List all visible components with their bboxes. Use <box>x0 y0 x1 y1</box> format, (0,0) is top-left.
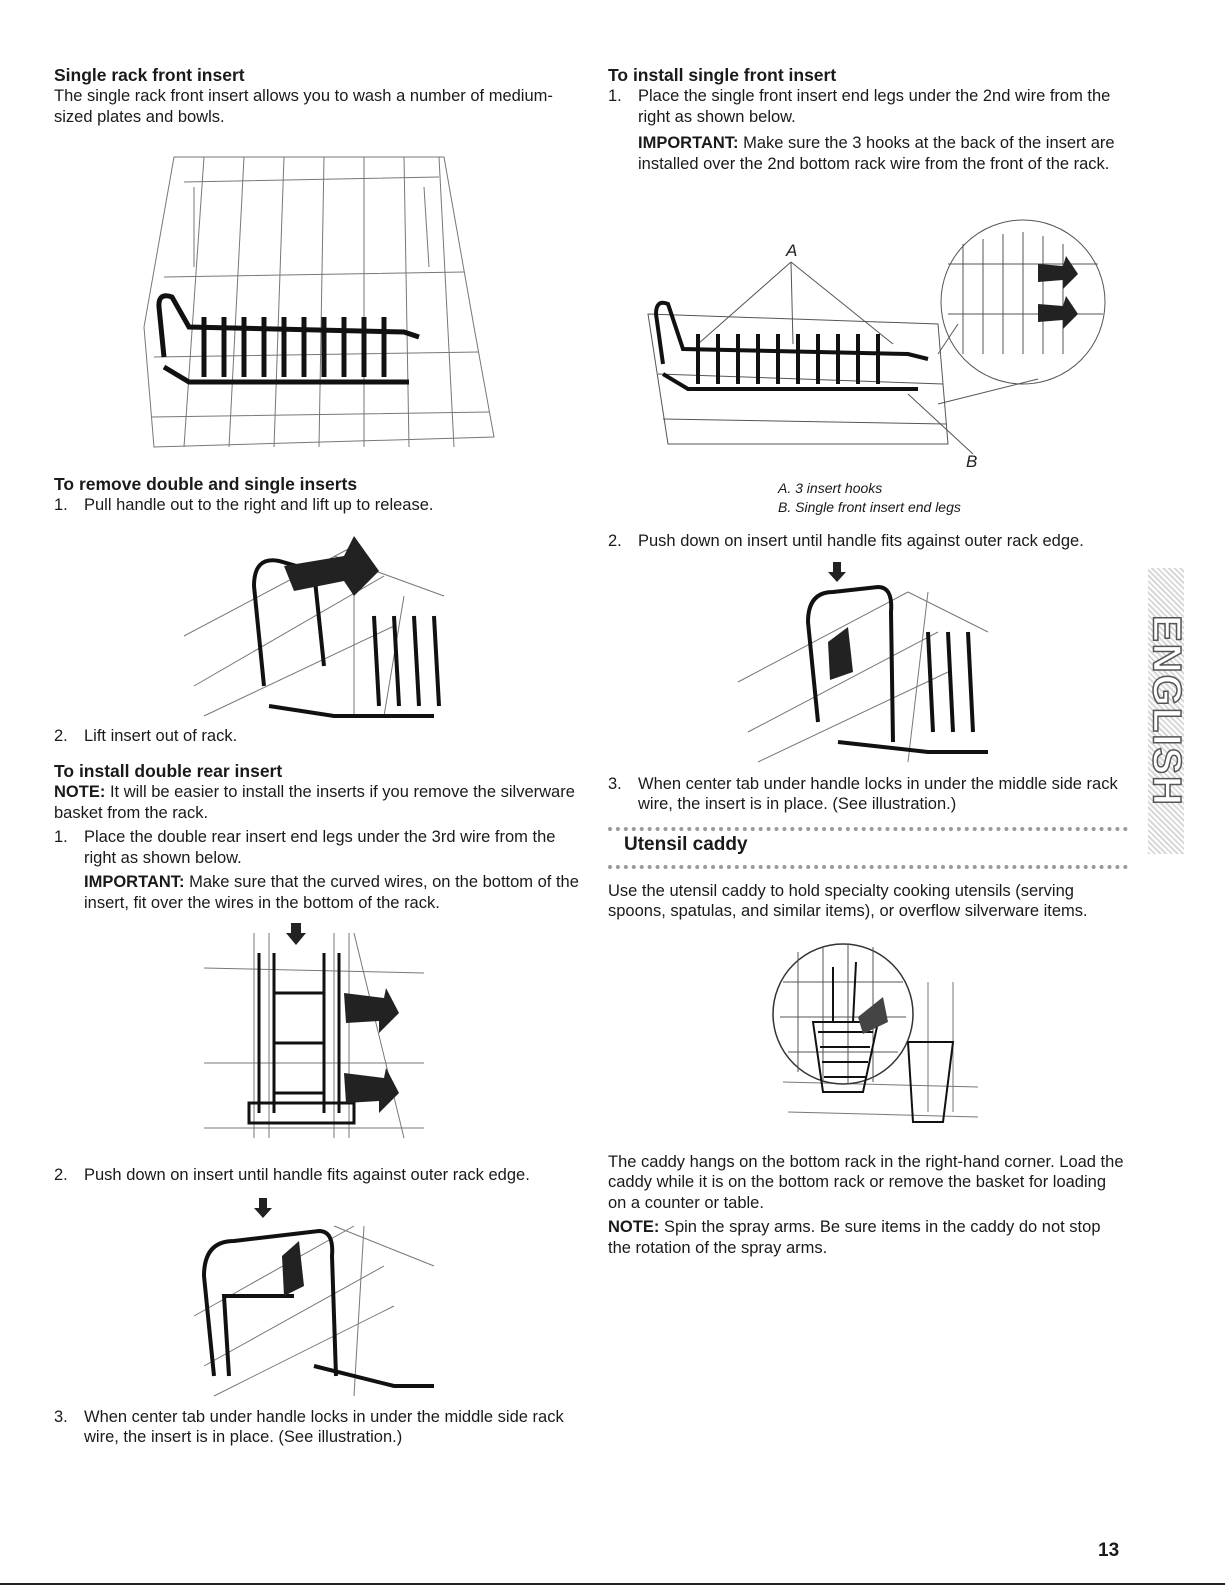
section-title-utensil-caddy: Utensil caddy <box>624 833 748 855</box>
step-text: When center tab under handle locks in un… <box>84 1407 564 1447</box>
utensil-caddy-placement: The caddy hangs on the bottom rack in th… <box>608 1152 1124 1212</box>
step-number: 2. <box>54 1166 68 1184</box>
install-single-step-1: 1. Place the single front insert end leg… <box>608 86 1128 127</box>
step-number: 1. <box>54 828 68 846</box>
section-title-single-rack: Single rack front insert <box>54 65 245 85</box>
section-title-install-double: To install double rear insert <box>54 761 283 781</box>
important-label: IMPORTANT: <box>638 134 739 152</box>
step-text: Push down on insert until handle fits ag… <box>84 1166 530 1184</box>
install-double-step-2: 2. Push down on insert until handle fits… <box>54 1165 584 1186</box>
left-column: Single rack front insert The single rack… <box>54 64 584 1448</box>
utensil-caddy-description: Use the utensil caddy to hold specialty … <box>608 881 1088 921</box>
remove-step-1: 1. Pull handle out to the right and lift… <box>54 495 584 516</box>
note-label: NOTE: <box>608 1218 660 1236</box>
step-number: 2. <box>54 726 68 745</box>
utensil-caddy-note: NOTE: Spin the spray arms. Be sure items… <box>608 1217 1128 1258</box>
step-text: When center tab under handle locks in un… <box>638 774 1118 814</box>
language-tab-label: ENGLISH <box>1144 614 1190 807</box>
section-title-remove: To remove double and single inserts <box>54 474 358 494</box>
utensil-caddy-illustration <box>772 942 979 1123</box>
push-down-single-illustration <box>737 561 989 762</box>
step-text: Pull handle out to the right and lift up… <box>84 496 434 514</box>
step-number: 1. <box>608 87 622 105</box>
caption-a: A. 3 insert hooks <box>778 480 883 496</box>
push-down-double-illustration <box>193 1197 435 1396</box>
note-text: Spin the spray arms. Be sure items in th… <box>608 1218 1101 1257</box>
install-double-step-3: 3. When center tab under handle locks in… <box>54 1407 584 1448</box>
remove-insert-illustration <box>183 535 445 718</box>
right-column: To install single front insert 1. Place … <box>608 64 1128 1258</box>
step-number: 2. <box>608 532 622 550</box>
step-number: 3. <box>54 1407 68 1426</box>
language-tab: ENGLISH <box>1144 568 1189 854</box>
install-single-important: IMPORTANT: Make sure the 3 hooks at the … <box>638 133 1128 174</box>
caption-b: B. Single front insert end legs <box>778 499 961 515</box>
single-rack-description: The single rack front insert allows you … <box>54 87 553 126</box>
important-text: Make sure that the curved wires, on the … <box>84 873 579 912</box>
install-double-important: IMPORTANT: Make sure that the curved wir… <box>84 872 584 913</box>
note-text: It will be easier to install the inserts… <box>54 783 575 822</box>
note-label: NOTE: <box>54 783 106 801</box>
install-single-step-2: 2. Push down on insert until handle fits… <box>608 531 1128 552</box>
double-rear-insert-illustration <box>203 923 425 1139</box>
step-text: Lift insert out of rack. <box>84 726 238 745</box>
step-number: 3. <box>608 774 622 793</box>
utensil-caddy-banner: Utensil caddy <box>608 826 1128 869</box>
install-double-step-1: 1. Place the double rear insert end legs… <box>54 827 584 868</box>
step-number: 1. <box>54 496 68 514</box>
bottom-rule <box>0 1583 1225 1585</box>
important-text: Make sure the 3 hooks at the back of the… <box>638 134 1115 173</box>
step-text: Push down on insert until handle fits ag… <box>638 532 1084 550</box>
install-double-note: NOTE: It will be easier to install the i… <box>54 782 584 823</box>
callout-b: B <box>966 452 977 471</box>
single-front-insert-illustration: A B <box>647 219 1106 471</box>
install-single-step-3: 3. When center tab under handle locks in… <box>608 774 1128 815</box>
step-text: Place the single front insert end legs u… <box>638 87 1111 126</box>
step-text: Place the double rear insert end legs un… <box>84 828 556 867</box>
remove-step-2: 2. Lift insert out of rack. <box>54 726 584 747</box>
section-title-install-single: To install single front insert <box>608 65 837 85</box>
callout-a: A <box>785 241 797 260</box>
page-number: 13 <box>1098 1540 1120 1561</box>
important-label: IMPORTANT: <box>84 873 185 891</box>
single-rack-illustration <box>143 156 495 448</box>
